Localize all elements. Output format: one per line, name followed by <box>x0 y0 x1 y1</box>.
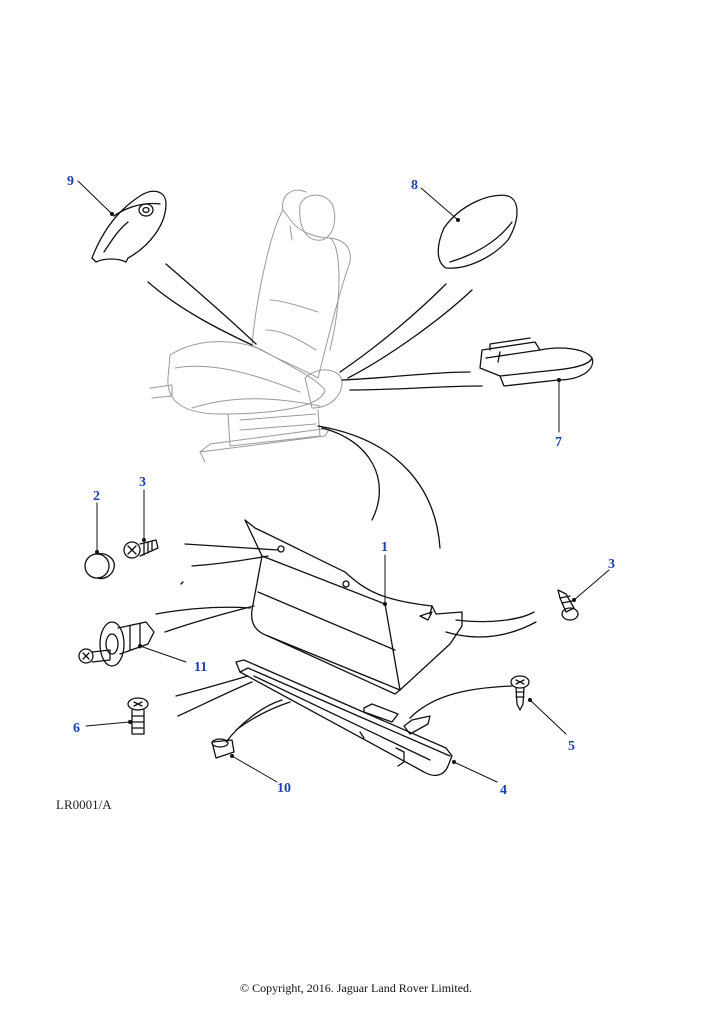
leader-lines <box>77 180 610 783</box>
part-1-side-panel <box>244 519 463 695</box>
assembly-lines <box>147 263 537 743</box>
part-10-cap <box>211 738 235 759</box>
callout-4: 4 <box>500 783 507 798</box>
part-9-trim-bezel <box>91 190 167 263</box>
part-6-bolt <box>127 697 149 735</box>
callout-11: 11 <box>194 660 207 675</box>
part-3-screw-right <box>557 589 579 621</box>
part-7-bracket <box>479 337 594 387</box>
seat-illustration <box>149 189 351 463</box>
leader-dots <box>95 212 576 764</box>
callout-5: 5 <box>568 739 575 754</box>
callout-9: 9 <box>67 174 74 189</box>
copyright-notice: © Copyright, 2016. Jaguar Land Rover Lim… <box>239 981 473 995</box>
callout-3a: 3 <box>139 475 146 490</box>
callout-8: 8 <box>411 178 418 193</box>
callout-2: 2 <box>93 489 100 504</box>
part-5-screw <box>510 675 530 711</box>
callout-10: 10 <box>277 781 291 796</box>
part-11-clip <box>78 621 155 667</box>
reference-code: LR0001/A <box>56 797 112 812</box>
part-4-rail-trim <box>235 659 453 777</box>
callout-1: 1 <box>381 540 388 555</box>
part-8-cover <box>437 194 518 269</box>
callout-6: 6 <box>73 721 80 736</box>
callout-7: 7 <box>555 435 562 450</box>
part-2-plug <box>84 553 115 580</box>
part-3-screw-left <box>123 539 159 559</box>
callout-3b: 3 <box>608 557 615 572</box>
